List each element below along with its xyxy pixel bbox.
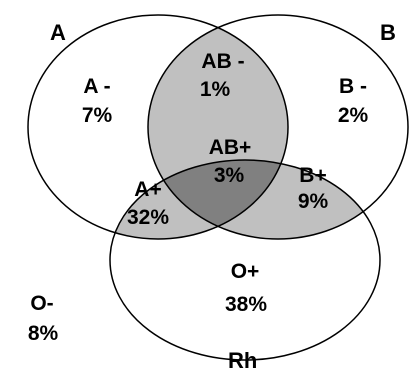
region-o-neg-type: O- (30, 292, 53, 315)
region-b-pos-pct: 9% (298, 190, 329, 213)
region-ab-neg-type: AB - (201, 50, 244, 73)
set-rh-circle (109, 159, 381, 361)
region-o-neg-pct: 8% (28, 322, 59, 345)
overlap-a-rh-region (110, 160, 288, 239)
region-a-neg-pct: 7% (82, 104, 113, 127)
region-ab-neg-pct: 1% (200, 78, 231, 101)
set-b-circle (147, 14, 409, 240)
region-b-pos-type: B+ (299, 164, 326, 187)
set-a-label: A (50, 20, 66, 45)
region-o-pos-pct: 38% (225, 293, 267, 316)
region-a-pos-type: A+ (134, 178, 161, 201)
region-ab-pos-pct: 3% (214, 164, 245, 187)
set-rh-label: Rh (228, 348, 257, 372)
region-a-pos-pct: 32% (127, 206, 169, 229)
set-b-label: B (380, 20, 396, 45)
set-a-circle (27, 14, 289, 240)
region-ab-pos-type: AB+ (209, 136, 252, 159)
region-b-neg-type: B - (339, 75, 367, 98)
region-b-neg-pct: 2% (338, 104, 369, 127)
region-o-pos-type: O+ (231, 260, 260, 283)
region-a-neg-type: A - (83, 75, 110, 98)
